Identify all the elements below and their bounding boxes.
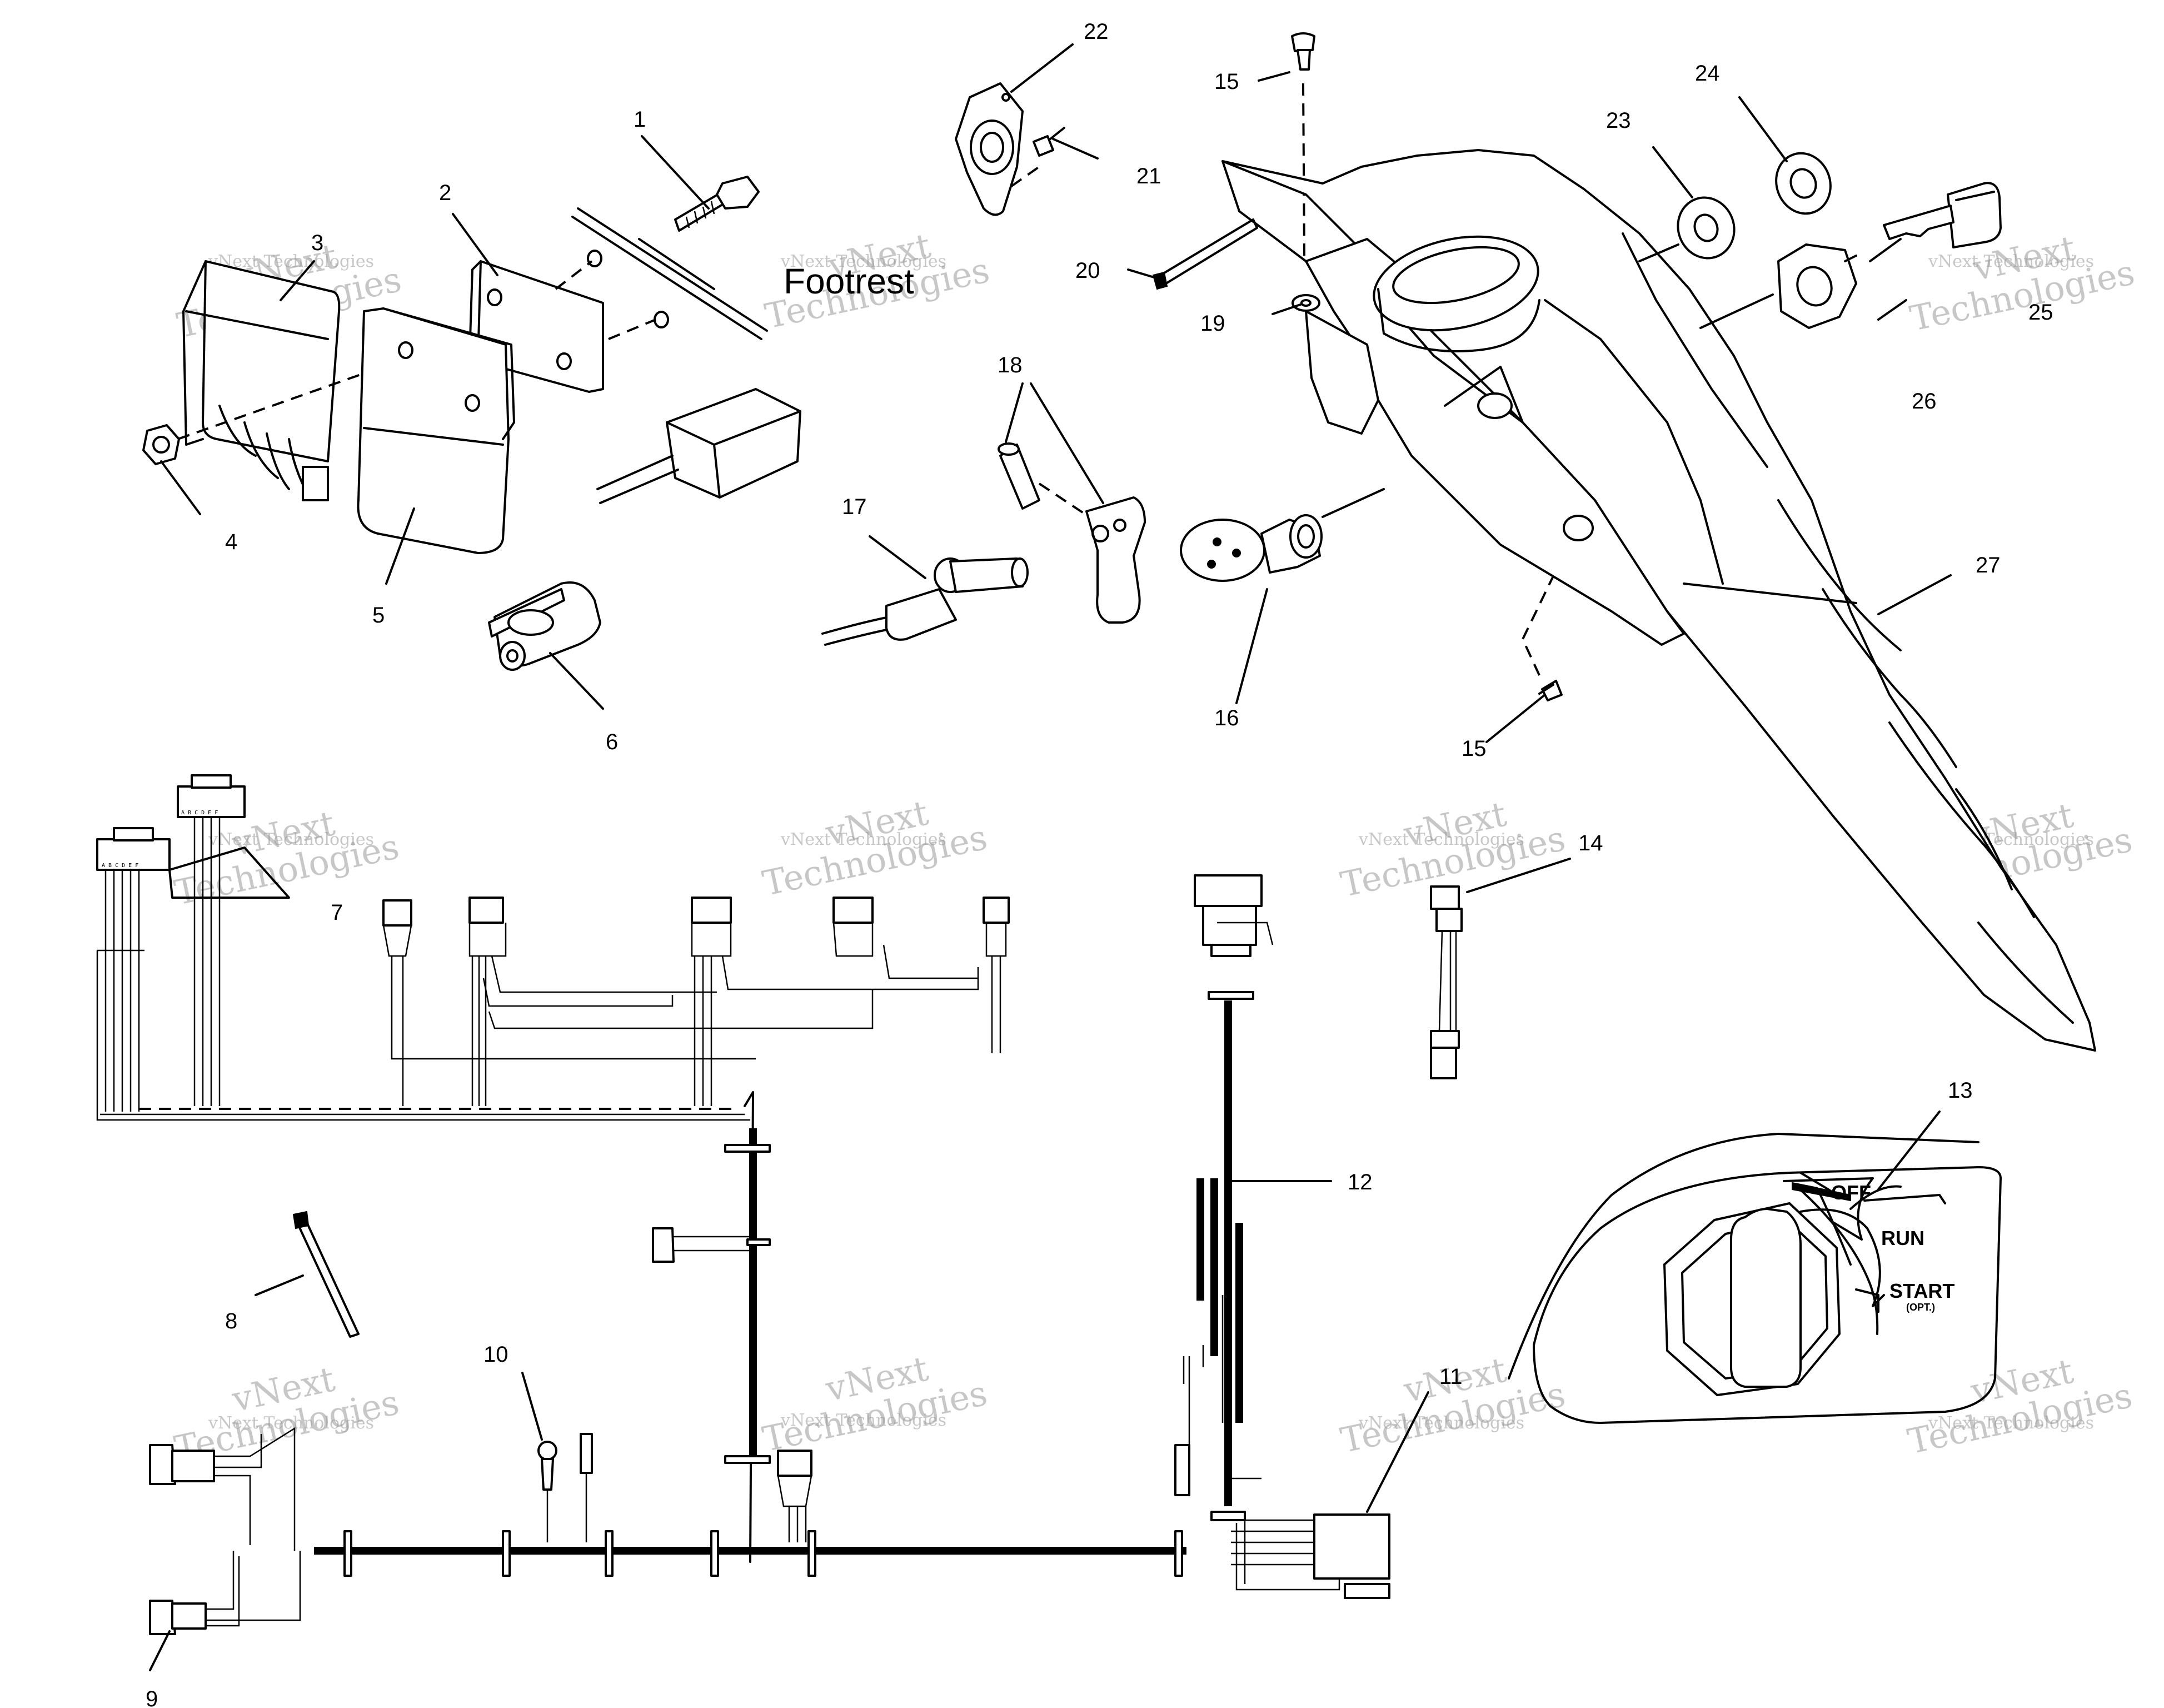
callout-15-bottom: 15 <box>1462 736 1487 761</box>
part-18-bracket-pin <box>998 442 1146 624</box>
part-13-ignition-switch-panel: OFF RUN START (OPT.) <box>1508 1133 2002 1424</box>
part-1-bolt <box>674 176 760 232</box>
watermark-text: vNext Technologies <box>1928 252 2094 271</box>
part-6-ignition-coil <box>488 388 801 671</box>
callout-13: 13 <box>1948 1078 1973 1103</box>
connector-letters: A B C D E F <box>181 810 218 816</box>
watermark-text: vNext Technologies <box>1358 830 1524 849</box>
watermark-text: vNext Technologies <box>780 830 946 849</box>
part-22-switch-bracket <box>955 82 1040 216</box>
callout-1: 1 <box>634 107 646 132</box>
watermark-text: vNext Technologies <box>1928 1413 2094 1433</box>
callout-2: 2 <box>439 181 451 205</box>
footrest-caption: Footrest <box>784 261 914 301</box>
part-8-cable-tie <box>292 1211 360 1338</box>
watermark-text: vNext Technologies <box>1358 1413 1524 1433</box>
part-21-screw <box>1033 127 1065 157</box>
connector-letters: A B C D E F <box>102 863 138 869</box>
leader-lines <box>149 43 1952 1671</box>
part-14-jumper-harness <box>1430 885 1463 1079</box>
part-12-sub-harness <box>1174 874 1274 1521</box>
part-16-key-switch <box>1180 488 1385 582</box>
part-25-key <box>1883 182 2002 248</box>
watermark-text: vNext Technologies <box>780 252 946 271</box>
switch-label-start: START <box>1889 1279 1954 1302</box>
callout-25: 25 <box>2028 300 2053 325</box>
part-19-washer <box>1292 294 1320 312</box>
part-24-washer <box>1775 152 1832 215</box>
part-23-washer <box>1638 196 1736 262</box>
part-17-switch <box>821 557 1029 646</box>
footrest-reference: Footrest <box>571 207 914 340</box>
callout-21: 21 <box>1136 164 1161 188</box>
part-20-tie-strap <box>1152 218 1258 290</box>
callout-23: 23 <box>1606 108 1631 133</box>
callout-4: 4 <box>225 530 237 554</box>
callout-17: 17 <box>842 495 867 519</box>
watermark-text: vNext Technologies <box>780 1411 946 1430</box>
callout-7: 7 <box>331 900 343 925</box>
part-15-screw-top <box>1291 32 1315 256</box>
switch-label-run: RUN <box>1881 1227 1924 1249</box>
callout-24: 24 <box>1695 61 1720 86</box>
part-27-cover <box>1221 149 2096 1052</box>
callout-14: 14 <box>1578 831 1603 855</box>
callout-10: 10 <box>483 1342 508 1367</box>
part-11-connector <box>1231 1513 1390 1599</box>
switch-label-off: OFF <box>1831 1181 1871 1204</box>
callout-12: 12 <box>1348 1170 1373 1194</box>
callout-5: 5 <box>372 603 385 628</box>
callout-numbers: 1 2 3 4 5 6 7 8 9 10 11 12 13 14 15 15 1… <box>146 19 2053 1708</box>
part-4-hex-nut <box>142 371 367 465</box>
part-5-mounting-bracket <box>357 307 515 554</box>
callout-20: 20 <box>1075 258 1100 283</box>
switch-label-start-note: (OPT.) <box>1906 1302 1935 1313</box>
callout-3: 3 <box>311 231 323 255</box>
part-3-cdi-module <box>182 260 341 501</box>
callout-15-top: 15 <box>1214 69 1239 94</box>
callout-11: 11 <box>1439 1365 1463 1389</box>
callout-9: 9 <box>146 1687 158 1708</box>
callout-16: 16 <box>1214 706 1239 730</box>
callout-26: 26 <box>1912 389 1937 414</box>
callout-22: 22 <box>1084 19 1109 44</box>
part-26-nut <box>1699 243 1857 329</box>
callout-27: 27 <box>1976 553 2001 577</box>
part-7-main-harness: A B C D E F A B C D E F <box>96 774 1186 1635</box>
watermark-text: vNext Technologies <box>208 830 374 849</box>
callout-19: 19 <box>1200 311 1225 336</box>
part-15-screw-bottom <box>1521 547 1568 701</box>
callout-18: 18 <box>998 353 1023 377</box>
callout-8: 8 <box>225 1309 237 1333</box>
watermark-text: vNext Technologies <box>208 1413 374 1433</box>
callout-6: 6 <box>606 730 618 754</box>
